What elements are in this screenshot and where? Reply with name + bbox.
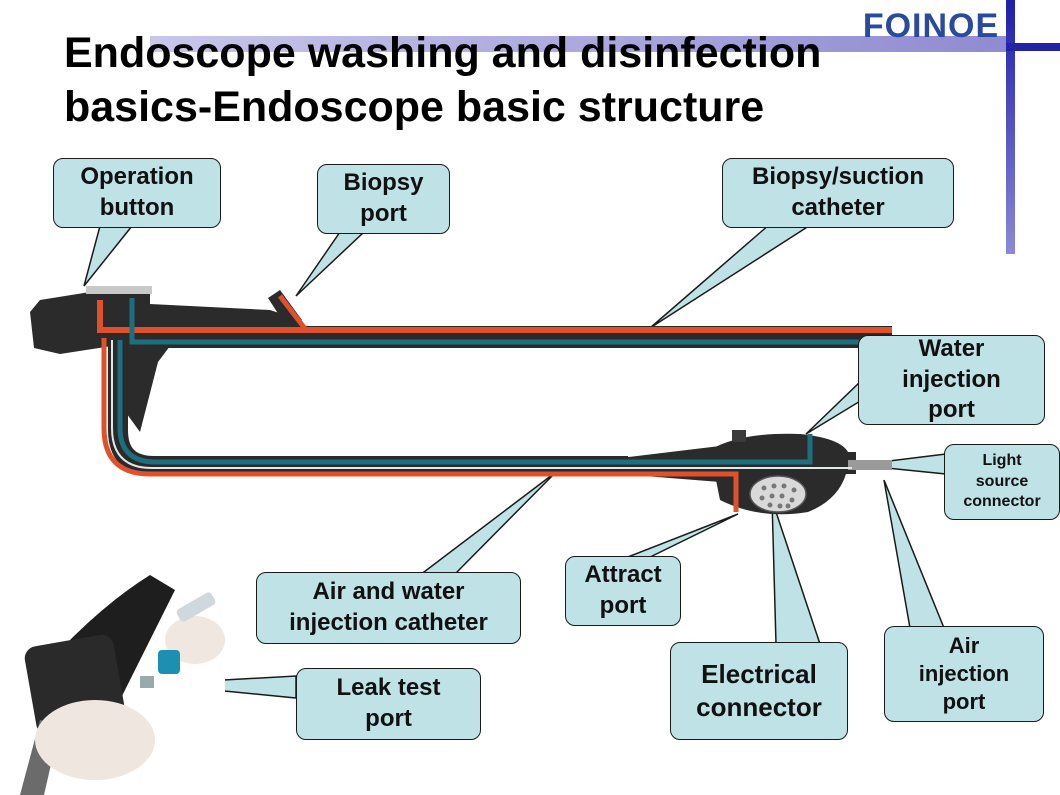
callout-air-water-injection-catheter: Air and water injection catheter <box>256 572 521 644</box>
light-guide-connector <box>710 433 856 515</box>
pointer-biopsy-port <box>295 231 366 297</box>
control-handle <box>30 292 300 432</box>
lower-channel-white <box>111 340 852 469</box>
channels <box>97 294 892 512</box>
callout-electrical-connector: Electrical connector <box>670 642 848 740</box>
callout-water-injection-port: Water injection port <box>858 335 1045 425</box>
electrical-connector-face <box>749 475 807 513</box>
operation-button-cap <box>86 286 152 294</box>
pointer-operation-button <box>83 225 134 287</box>
callout-light-source-connector: Light source connector <box>944 444 1060 520</box>
light-source-prong <box>848 460 892 470</box>
callout-attract-port: Attract port <box>565 556 681 626</box>
pointer-air-injection <box>883 479 946 629</box>
pointer-water-injection <box>805 378 863 435</box>
endoscope-body <box>30 286 892 515</box>
air-water-channel-teal <box>129 298 892 345</box>
pointer-electrical <box>771 499 822 645</box>
pointer-biopsy-suction <box>649 223 815 329</box>
callout-air-injection-port: Air injection port <box>884 626 1044 722</box>
connector-top-knob <box>732 430 746 442</box>
title-underline-bar <box>150 36 1010 52</box>
pointer-air-water-catheter <box>417 471 557 576</box>
callout-leak-test-port: Leak test port <box>296 668 481 740</box>
callout-operation-button: Operation button <box>53 158 221 228</box>
accent-vertical-bar <box>1006 0 1015 254</box>
callout-biopsy-port: Biopsy port <box>317 164 450 234</box>
accent-horizontal-bar <box>1006 43 1060 51</box>
leak-test-photo <box>0 575 225 795</box>
callout-biopsy-suction-catheter: Biopsy/suction catheter <box>722 158 954 228</box>
biopsy-channel-branch <box>278 294 308 332</box>
electrical-pins <box>759 483 797 509</box>
slide-title: Endoscope washing and disinfection basic… <box>64 29 822 131</box>
lower-channel-red <box>101 338 739 512</box>
biopsy-suction-channel <box>97 300 892 333</box>
foinoe-logo: FOINOE <box>862 7 1000 45</box>
umbilical-tube <box>108 340 628 476</box>
pointer-attract-port <box>619 513 739 561</box>
lower-channel-teal <box>117 340 813 465</box>
